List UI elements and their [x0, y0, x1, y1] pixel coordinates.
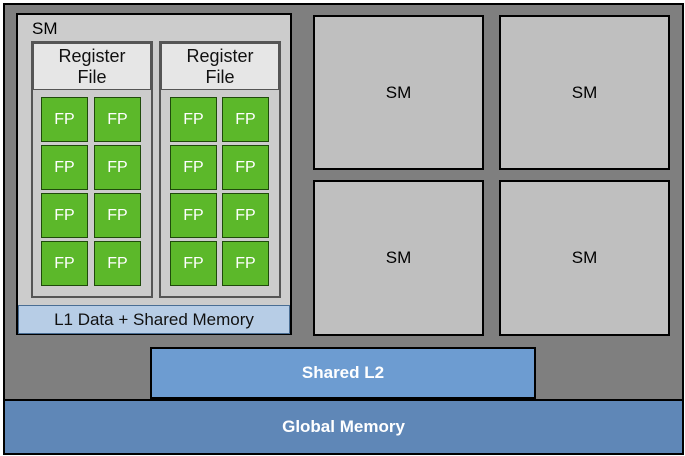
fp-unit: FP [170, 241, 217, 286]
fp-unit: FP [94, 193, 141, 238]
global-memory: Global Memory [3, 399, 684, 455]
fp-unit: FP [94, 97, 141, 142]
sm-block: SM [499, 180, 670, 336]
sm-block: SM [313, 180, 484, 336]
fp-unit: FP [170, 97, 217, 142]
sm-block: SM [499, 15, 670, 170]
fp-unit: FP [41, 193, 88, 238]
register-file-1: Register File [33, 43, 151, 90]
register-file-2: Register File [161, 43, 279, 90]
fp-unit: FP [222, 193, 269, 238]
fp-unit: FP [94, 241, 141, 286]
fp-unit: FP [170, 145, 217, 190]
fp-unit: FP [41, 97, 88, 142]
fp-unit: FP [94, 145, 141, 190]
fp-unit: FP [170, 193, 217, 238]
l1-shared-memory: L1 Data + Shared Memory [18, 305, 290, 334]
fp-unit: FP [41, 241, 88, 286]
fp-unit: FP [41, 145, 88, 190]
sm-block: SM [313, 15, 484, 170]
fp-unit: FP [222, 145, 269, 190]
fp-unit: FP [222, 97, 269, 142]
fp-unit: FP [222, 241, 269, 286]
sm-title: SM [32, 19, 58, 38]
shared-l2-cache: Shared L2 [150, 347, 536, 399]
